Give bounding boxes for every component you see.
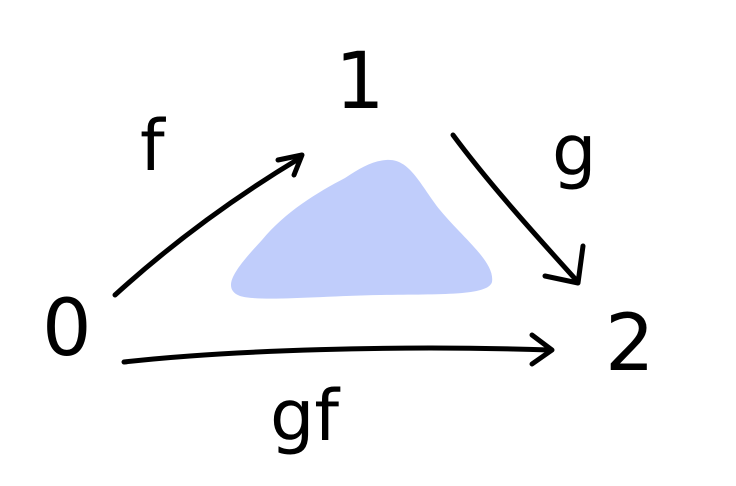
two-cell-face [231, 159, 493, 299]
node-1-label: 1 [335, 37, 385, 127]
node-2-label: 2 [605, 299, 655, 389]
edge-gf-label: gf [270, 375, 340, 457]
arrow-gf [121, 332, 555, 367]
edge-f-label: f [140, 105, 166, 187]
node-0-label: 0 [42, 284, 92, 374]
edge-g-label: g [552, 110, 596, 192]
arrow-g [450, 132, 586, 286]
arrow-f [112, 152, 305, 298]
